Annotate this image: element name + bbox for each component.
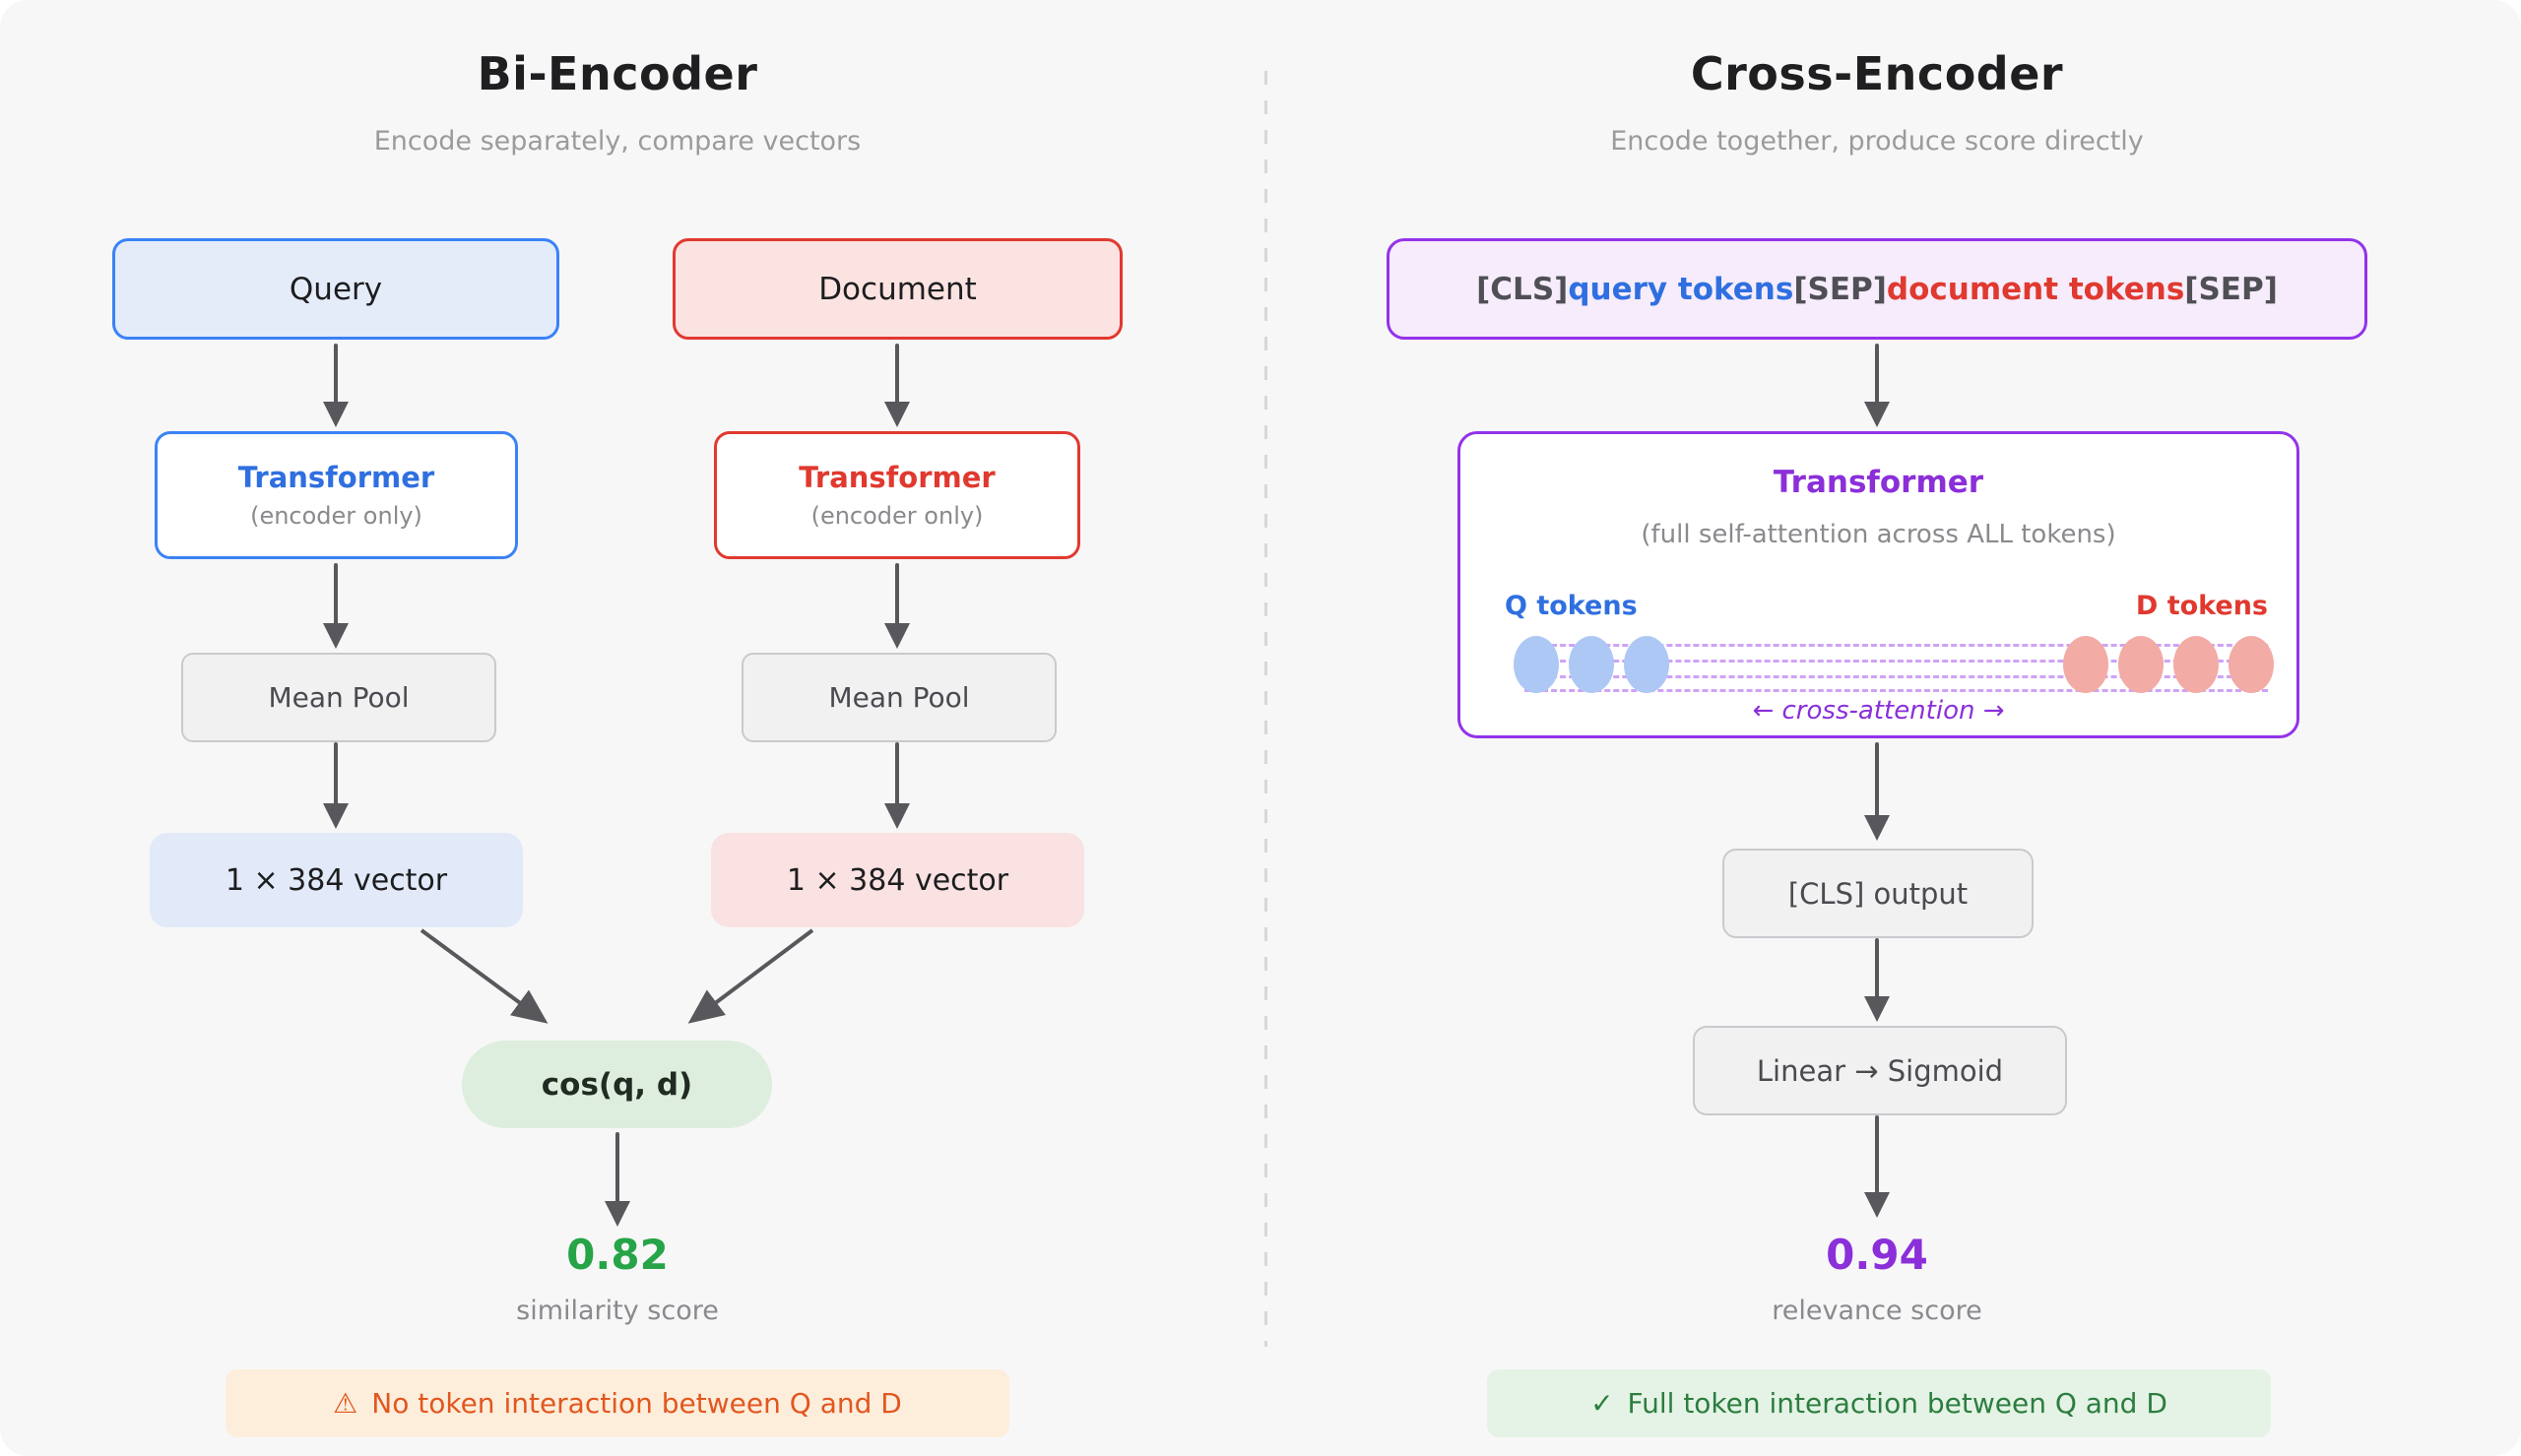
q-token-circle [1624,636,1669,693]
full-interaction-banner: ✓ Full token interaction between Q and D [1487,1369,2271,1437]
document-transformer-subtitle: (encoder only) [810,502,984,530]
d-token-circle [2173,636,2219,693]
arrow-transformer-to-cls-output [1864,742,1890,841]
bi-encoder-title: Bi-Encoder [477,47,758,100]
sep-token-segment-1: [SEP] [1793,271,1887,307]
bi-encoder-subtitle: Encode separately, compare vectors [373,126,862,157]
linear-sigmoid-box: Linear → Sigmoid [1693,1026,2067,1115]
document-box: Document [673,238,1123,340]
document-transformer-box: Transformer (encoder only) [714,431,1080,559]
query-mean-pool-box: Mean Pool [181,653,496,742]
d-token-circle [2229,636,2274,693]
document-transformer-title: Transformer [799,461,996,494]
concatenated-input-box: [CLS]query tokens[SEP]document tokens[SE… [1387,238,2367,340]
arrow-document-transformer-to-pool [884,563,910,649]
warning-icon: ⚠ [333,1387,358,1420]
arrow-document-pool-to-vector [884,742,910,829]
similarity-score-caption: similarity score [516,1296,719,1326]
arrows-vectors-to-cosine [420,928,814,1024]
cosine-label: cos(q, d) [541,1066,693,1103]
cross-encoder-subtitle: Encode together, produce score directly [1610,126,2144,157]
query-tokens-segment: query tokens [1568,271,1794,307]
relevance-score-caption: relevance score [1772,1296,1982,1326]
no-interaction-banner: ⚠ No token interaction between Q and D [226,1369,1009,1437]
arrow-cls-to-linear [1864,938,1890,1022]
cross-transformer-title: Transformer [1773,465,1984,500]
query-transformer-box: Transformer (encoder only) [155,431,518,559]
column-divider [1264,71,1267,1347]
query-vector-label: 1 × 384 vector [225,862,448,898]
relevance-score-value: 0.94 [1826,1231,1928,1279]
q-token-circle [1514,636,1559,693]
d-token-circle [2118,636,2164,693]
cls-output-box: [CLS] output [1722,849,2034,938]
sep-token-segment-2: [SEP] [2184,271,2278,307]
document-box-label: Document [818,271,977,307]
cross-attention-caption: ← cross-attention → [1752,696,2005,726]
cosine-pill: cos(q, d) [462,1041,772,1128]
cls-output-label: [CLS] output [1787,876,1969,911]
arrow-query-transformer-to-pool [323,563,349,649]
arrow-input-to-transformer [1864,344,1890,427]
cls-token-segment: [CLS] [1476,271,1569,307]
cross-attention-line [1524,689,2268,692]
document-vector-box: 1 × 384 vector [711,833,1084,927]
cross-transformer-subtitle: (full self-attention across ALL tokens) [1641,520,2116,549]
q-token-circle [1569,636,1614,693]
cross-attention-line [1524,675,2268,678]
arrow-query-to-transformer [323,344,349,427]
query-box: Query [112,238,559,340]
document-tokens-segment: document tokens [1886,271,2185,307]
arrow-document-to-transformer [884,344,910,427]
query-transformer-subtitle: (encoder only) [250,502,422,530]
check-icon: ✓ [1590,1387,1614,1420]
query-box-label: Query [289,271,383,307]
query-transformer-title: Transformer [237,461,435,494]
no-interaction-banner-text: No token interaction between Q and D [371,1387,902,1420]
query-vector-box: 1 × 384 vector [150,833,523,927]
arrow-linear-to-score [1864,1115,1890,1218]
cross-encoder-title: Cross-Encoder [1690,47,2064,100]
document-mean-pool-label: Mean Pool [828,681,970,714]
document-vector-label: 1 × 384 vector [786,862,1009,898]
linear-sigmoid-label: Linear → Sigmoid [1756,1053,2004,1088]
similarity-score-value: 0.82 [566,1231,669,1279]
cross-attention-line [1524,644,2268,647]
arrow-query-pool-to-vector [323,742,349,829]
d-tokens-label: D tokens [2135,591,2268,621]
arrow-cosine-to-score [605,1132,630,1227]
document-mean-pool-box: Mean Pool [742,653,1057,742]
full-interaction-banner-text: Full token interaction between Q and D [1627,1387,2167,1420]
q-tokens-label: Q tokens [1505,591,1638,621]
query-mean-pool-label: Mean Pool [268,681,410,714]
cross-attention-line [1524,660,2268,663]
d-token-circle [2063,636,2108,693]
